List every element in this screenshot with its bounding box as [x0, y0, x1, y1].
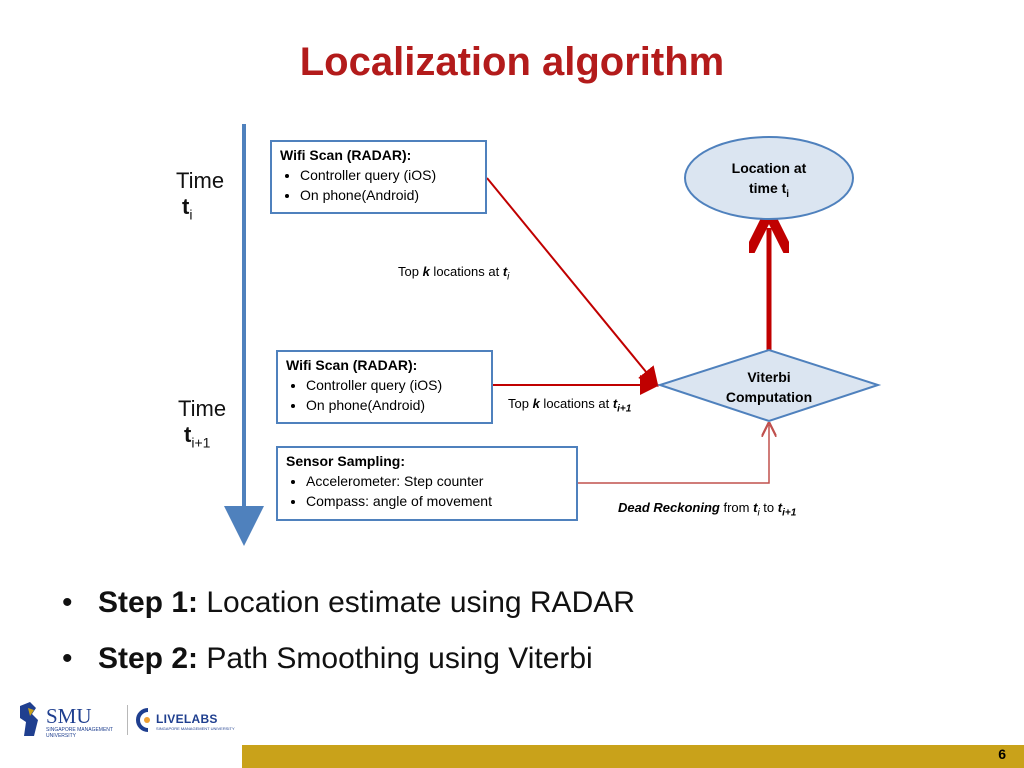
arrow-wifi-ti-to-viterbi — [486, 177, 659, 388]
sensor-sampling-box: Sensor Sampling: Accelerometer: Step cou… — [276, 446, 578, 521]
page-number: 6 — [998, 746, 1006, 762]
bullet-dot-icon: • — [62, 586, 73, 619]
page-title: Localization algorithm — [299, 40, 725, 84]
location-node — [684, 136, 854, 220]
edge-label-top-k-ti: Top k locations at ti — [398, 264, 510, 283]
smu-logo: SMU SINGAPORE MANAGEMENT UNIVERSITY — [16, 700, 126, 742]
edge-label-dead-reckoning: Dead Reckoning from ti to ti+1 — [618, 500, 797, 519]
step-bullet-list: •Step 1: Location estimate using RADAR •… — [62, 580, 635, 692]
bullet-step-1: •Step 1: Location estimate using RADAR — [62, 580, 635, 636]
time-label-ti: Time ti — [176, 168, 225, 223]
arrow-sensor-to-viterbi — [578, 425, 769, 484]
logo-divider — [127, 705, 128, 735]
bullet-step-2: •Step 2: Path Smoothing using Viterbi — [62, 636, 635, 692]
livelabs-mark-icon — [136, 708, 150, 732]
bullet-dot-icon: • — [62, 642, 73, 675]
viterbi-node-label: Viterbi Computation — [725, 369, 813, 405]
footer-bar — [242, 745, 1024, 768]
wifi-scan-box-ti: Wifi Scan (RADAR): Controller query (iOS… — [270, 140, 487, 214]
viterbi-node — [656, 348, 882, 423]
smu-lion-icon — [20, 702, 38, 736]
wifi-scan-box-ti1: Wifi Scan (RADAR): Controller query (iOS… — [276, 350, 493, 424]
livelabs-logo: LIVELABS SINGAPORE MANAGEMENT UNIVERSITY — [132, 702, 242, 738]
edge-label-top-k-ti1: Top k locations at ti+1 — [508, 396, 632, 415]
location-node-label: Location at time ti — [731, 160, 807, 200]
time-label-ti1: Time ti+1 — [178, 396, 227, 451]
